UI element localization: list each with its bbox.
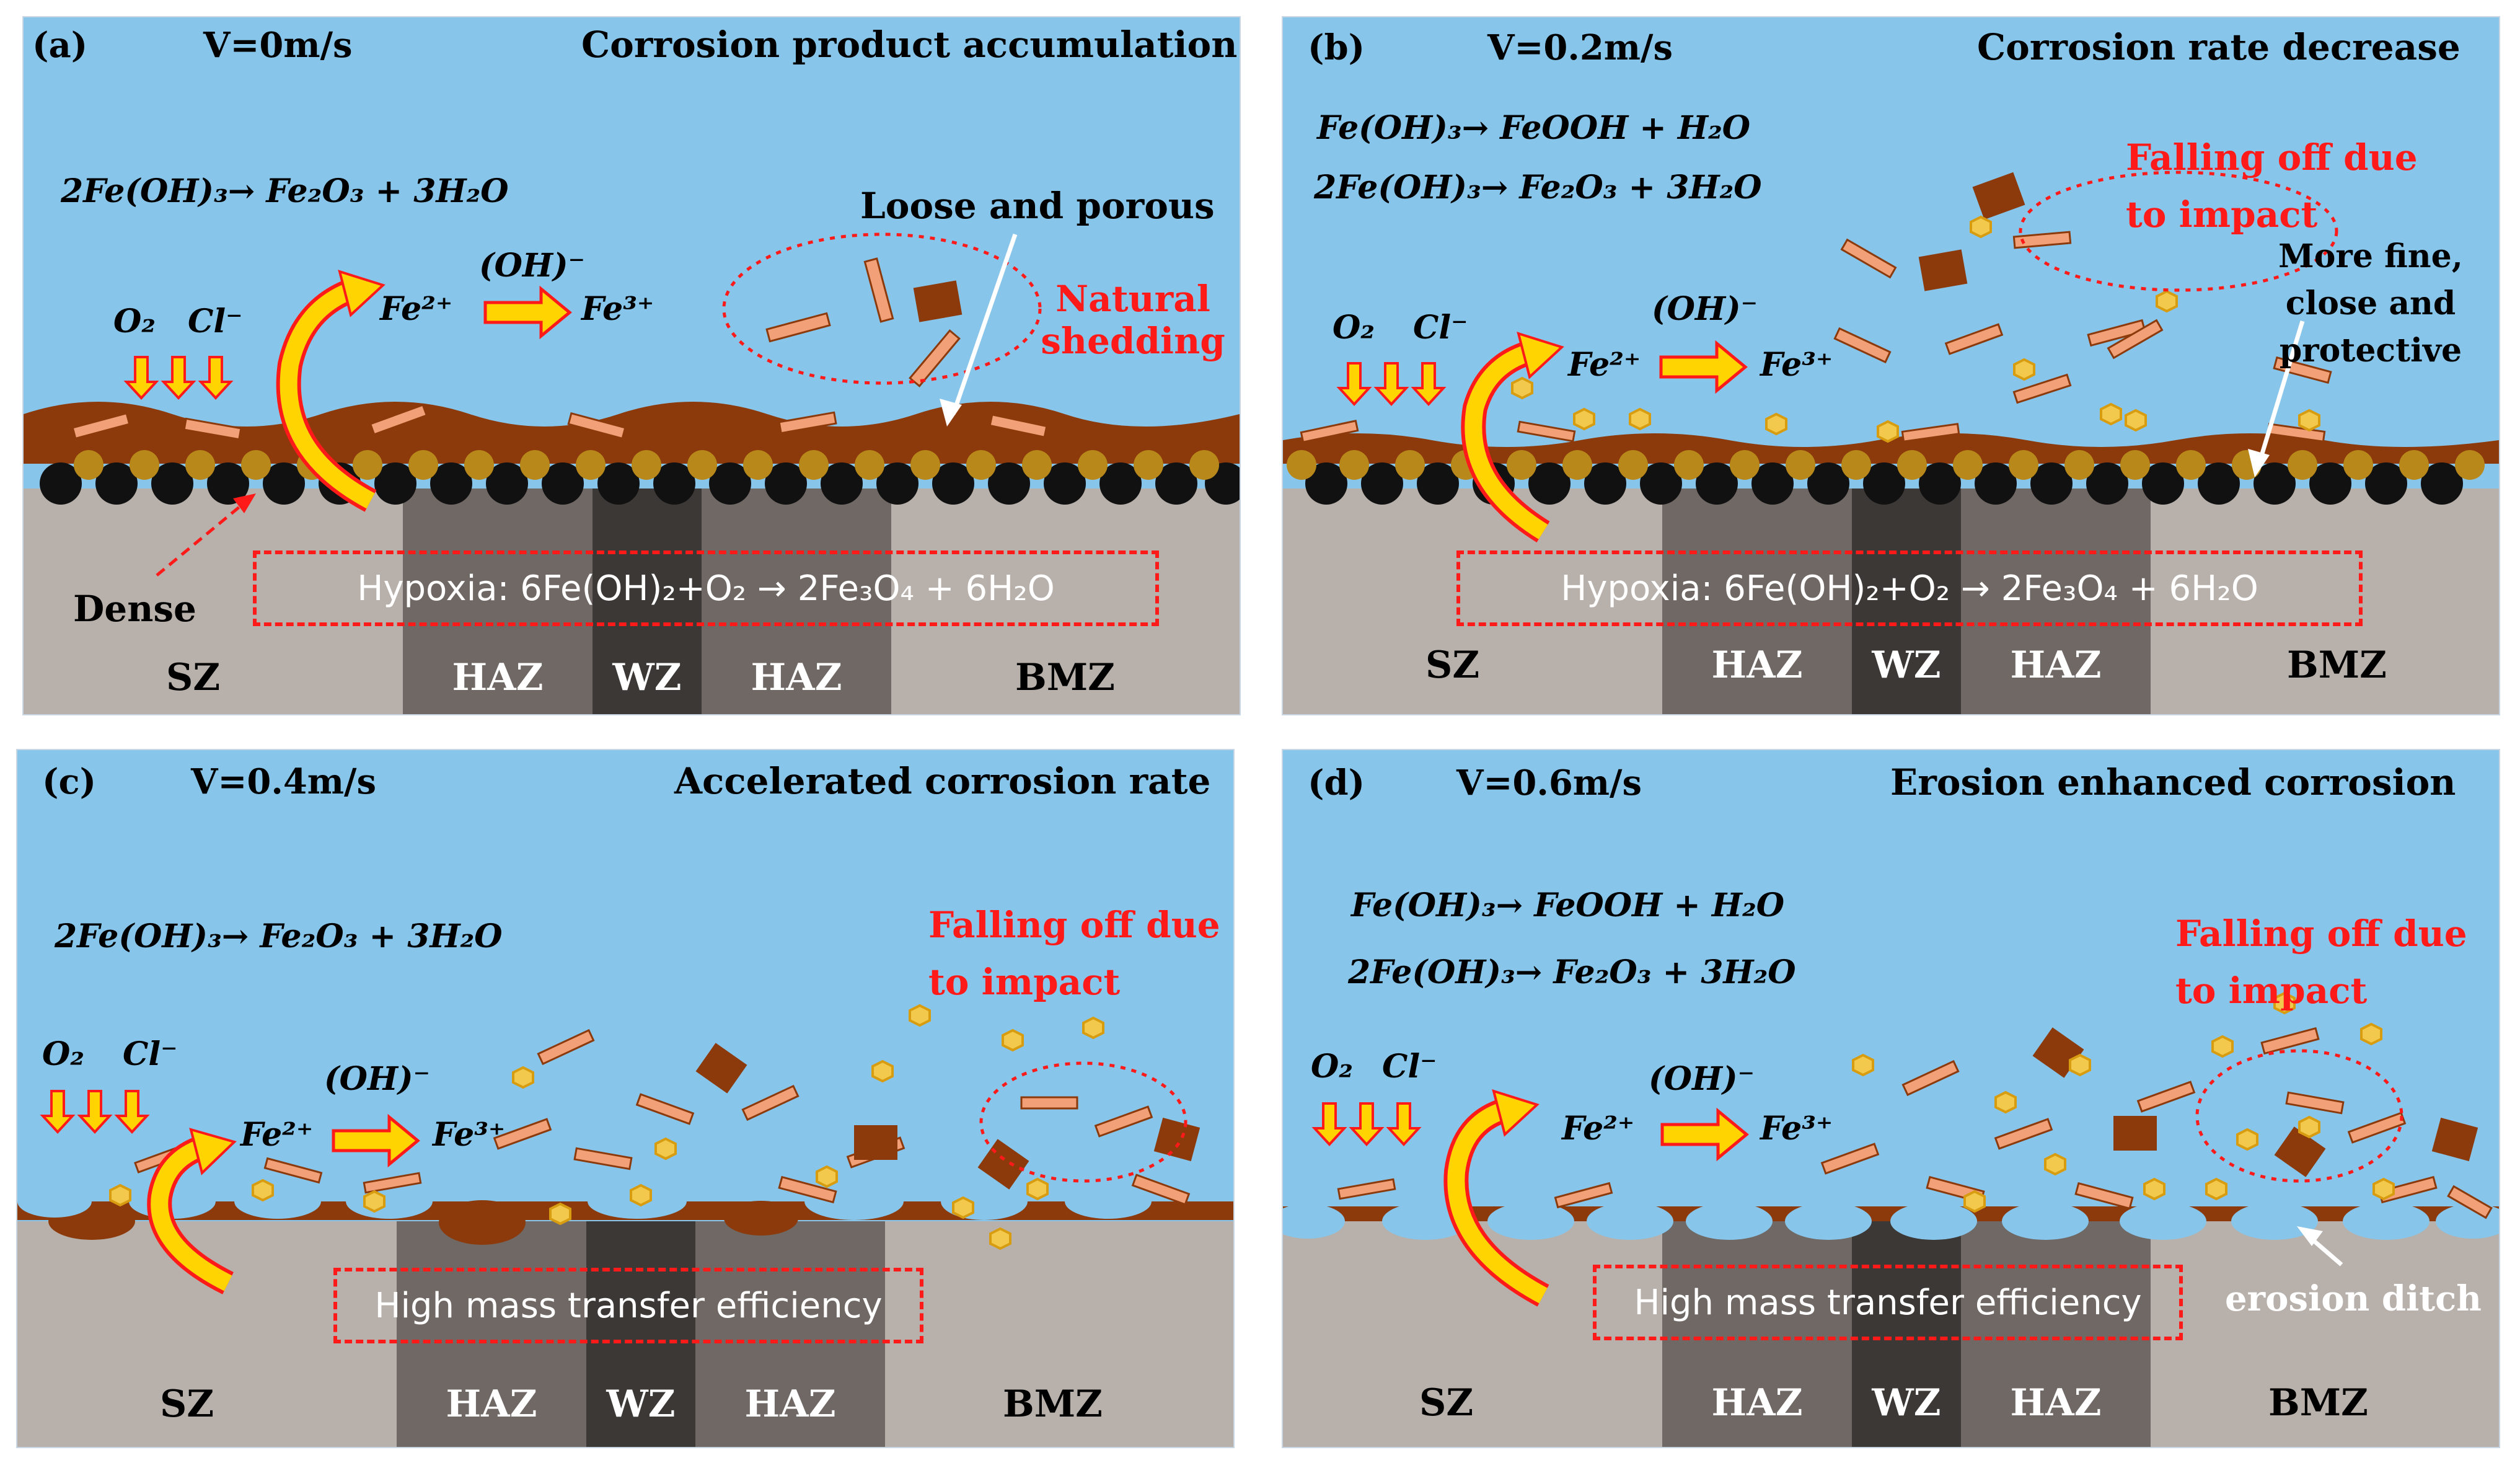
zone-haz-left: HAZ (1711, 643, 1803, 687)
panel-a-graphic (24, 17, 1240, 714)
fe3-label: Fe³⁺ (433, 1116, 506, 1154)
dense-label: Dense (73, 588, 196, 630)
loose-porous-label: Loose and porous (860, 185, 1215, 227)
hydroxide-label: (OH)⁻ (479, 247, 586, 285)
oxygen-label: O₂ (42, 1035, 85, 1073)
panel-d-graphic (1283, 750, 2499, 1447)
equation-1: 2Fe(OH)₃→ Fe₂O₃ + 3H₂O (61, 172, 509, 210)
panel-c-graphic (17, 750, 1233, 1447)
fe2-label: Fe²⁺ (1562, 1110, 1635, 1147)
zone-sz: SZ (166, 656, 221, 699)
hydroxide-label: (OH)⁻ (324, 1060, 431, 1098)
erosion-ditch-label: erosion ditch (2225, 1278, 2482, 1319)
panel-a: (a) V=0m/s Corrosion product accumulatio… (22, 16, 1241, 715)
fe3-label: Fe³⁺ (581, 290, 654, 328)
reaction-box: Hypoxia: 6Fe(OH)₂+O₂ → 2Fe₃O₄ + 6H₂O (253, 550, 1159, 626)
panel-label: (a) (32, 25, 88, 66)
mass-transfer-box: High mass transfer efficiency (1593, 1265, 2183, 1340)
falling-off-label: Falling off due to impact (2126, 136, 2418, 236)
fe3-label: Fe³⁺ (1760, 346, 1833, 384)
zone-wz: WZ (612, 656, 682, 699)
velocity-label: V=0.2m/s (1487, 27, 1673, 68)
zone-bmz: BMZ (1003, 1382, 1103, 1426)
zone-bmz: BMZ (2287, 643, 2387, 687)
zone-wz: WZ (1872, 1381, 1941, 1425)
oxygen-label: O₂ (1333, 309, 1375, 347)
panel-label: (c) (42, 761, 97, 802)
velocity-label: V=0.4m/s (191, 761, 377, 802)
equation-1: Fe(OH)₃→ FeOOH + H₂O (1317, 109, 1751, 147)
zone-wz: WZ (1872, 643, 1941, 687)
zone-sz: SZ (1425, 643, 1480, 687)
zone-bmz: BMZ (1015, 656, 1115, 699)
fe2-label: Fe²⁺ (380, 290, 453, 328)
equation-1: 2Fe(OH)₃→ Fe₂O₃ + 3H₂O (55, 918, 503, 955)
panel-title: Accelerated corrosion rate (674, 760, 1211, 802)
hydroxide-label: (OH)⁻ (1649, 1060, 1755, 1098)
zone-haz-left: HAZ (446, 1382, 537, 1426)
reaction-box: Hypoxia: 6Fe(OH)₂+O₂ → 2Fe₃O₄ + 6H₂O (1456, 550, 2363, 626)
natural-shedding-label: Natural shedding (1041, 278, 1225, 362)
panel-title: Corrosion rate decrease (1977, 26, 2461, 68)
panel-b: (b) V=0.2m/s Corrosion rate decrease Fe(… (1282, 16, 2500, 715)
panel-label: (d) (1308, 763, 1365, 803)
oxygen-label: O₂ (1311, 1048, 1354, 1086)
zone-haz-right: HAZ (751, 656, 842, 699)
falling-off-label: Falling off due to impact (928, 904, 1220, 1003)
zone-haz-right: HAZ (2010, 1381, 2102, 1425)
panel-c: (c) V=0.4m/s Accelerated corrosion rate … (16, 749, 1235, 1448)
fe2-label: Fe²⁺ (1568, 346, 1641, 384)
zone-haz-left: HAZ (452, 656, 544, 699)
protective-label: More fine, close and protective (2278, 237, 2463, 369)
zone-haz-right: HAZ (744, 1382, 836, 1426)
panel-title: Corrosion product accumulation (581, 24, 1238, 66)
velocity-label: V=0m/s (203, 25, 353, 66)
chloride-label: Cl⁻ (1413, 309, 1468, 347)
equation-2: 2Fe(OH)₃→ Fe₂O₃ + 3H₂O (1314, 169, 1762, 206)
chloride-label: Cl⁻ (1382, 1048, 1437, 1086)
mass-transfer-box: High mass transfer efficiency (333, 1268, 923, 1343)
panel-d: (d) V=0.6m/s Erosion enhanced corrosion … (1282, 749, 2500, 1448)
oxygen-label: O₂ (113, 303, 156, 340)
fe3-label: Fe³⁺ (1760, 1110, 1833, 1147)
zone-bmz: BMZ (2268, 1381, 2368, 1425)
equation-1: Fe(OH)₃→ FeOOH + H₂O (1351, 887, 1785, 924)
chloride-label: Cl⁻ (123, 1035, 178, 1073)
chloride-label: Cl⁻ (188, 303, 243, 340)
zone-wz: WZ (606, 1382, 676, 1426)
panel-title: Erosion enhanced corrosion (1890, 761, 2456, 803)
hydroxide-label: (OH)⁻ (1652, 290, 1758, 328)
zone-haz-right: HAZ (2010, 643, 2102, 687)
equation-2: 2Fe(OH)₃→ Fe₂O₃ + 3H₂O (1348, 953, 1796, 991)
zone-sz: SZ (160, 1382, 214, 1426)
fe2-label: Fe²⁺ (240, 1116, 314, 1154)
panel-label: (b) (1308, 27, 1365, 68)
velocity-label: V=0.6m/s (1456, 763, 1642, 803)
zone-haz-left: HAZ (1711, 1381, 1803, 1425)
falling-off-label: Falling off due to impact (2175, 913, 2467, 1012)
panel-b-graphic (1283, 17, 2499, 714)
zone-sz: SZ (1419, 1381, 1474, 1425)
